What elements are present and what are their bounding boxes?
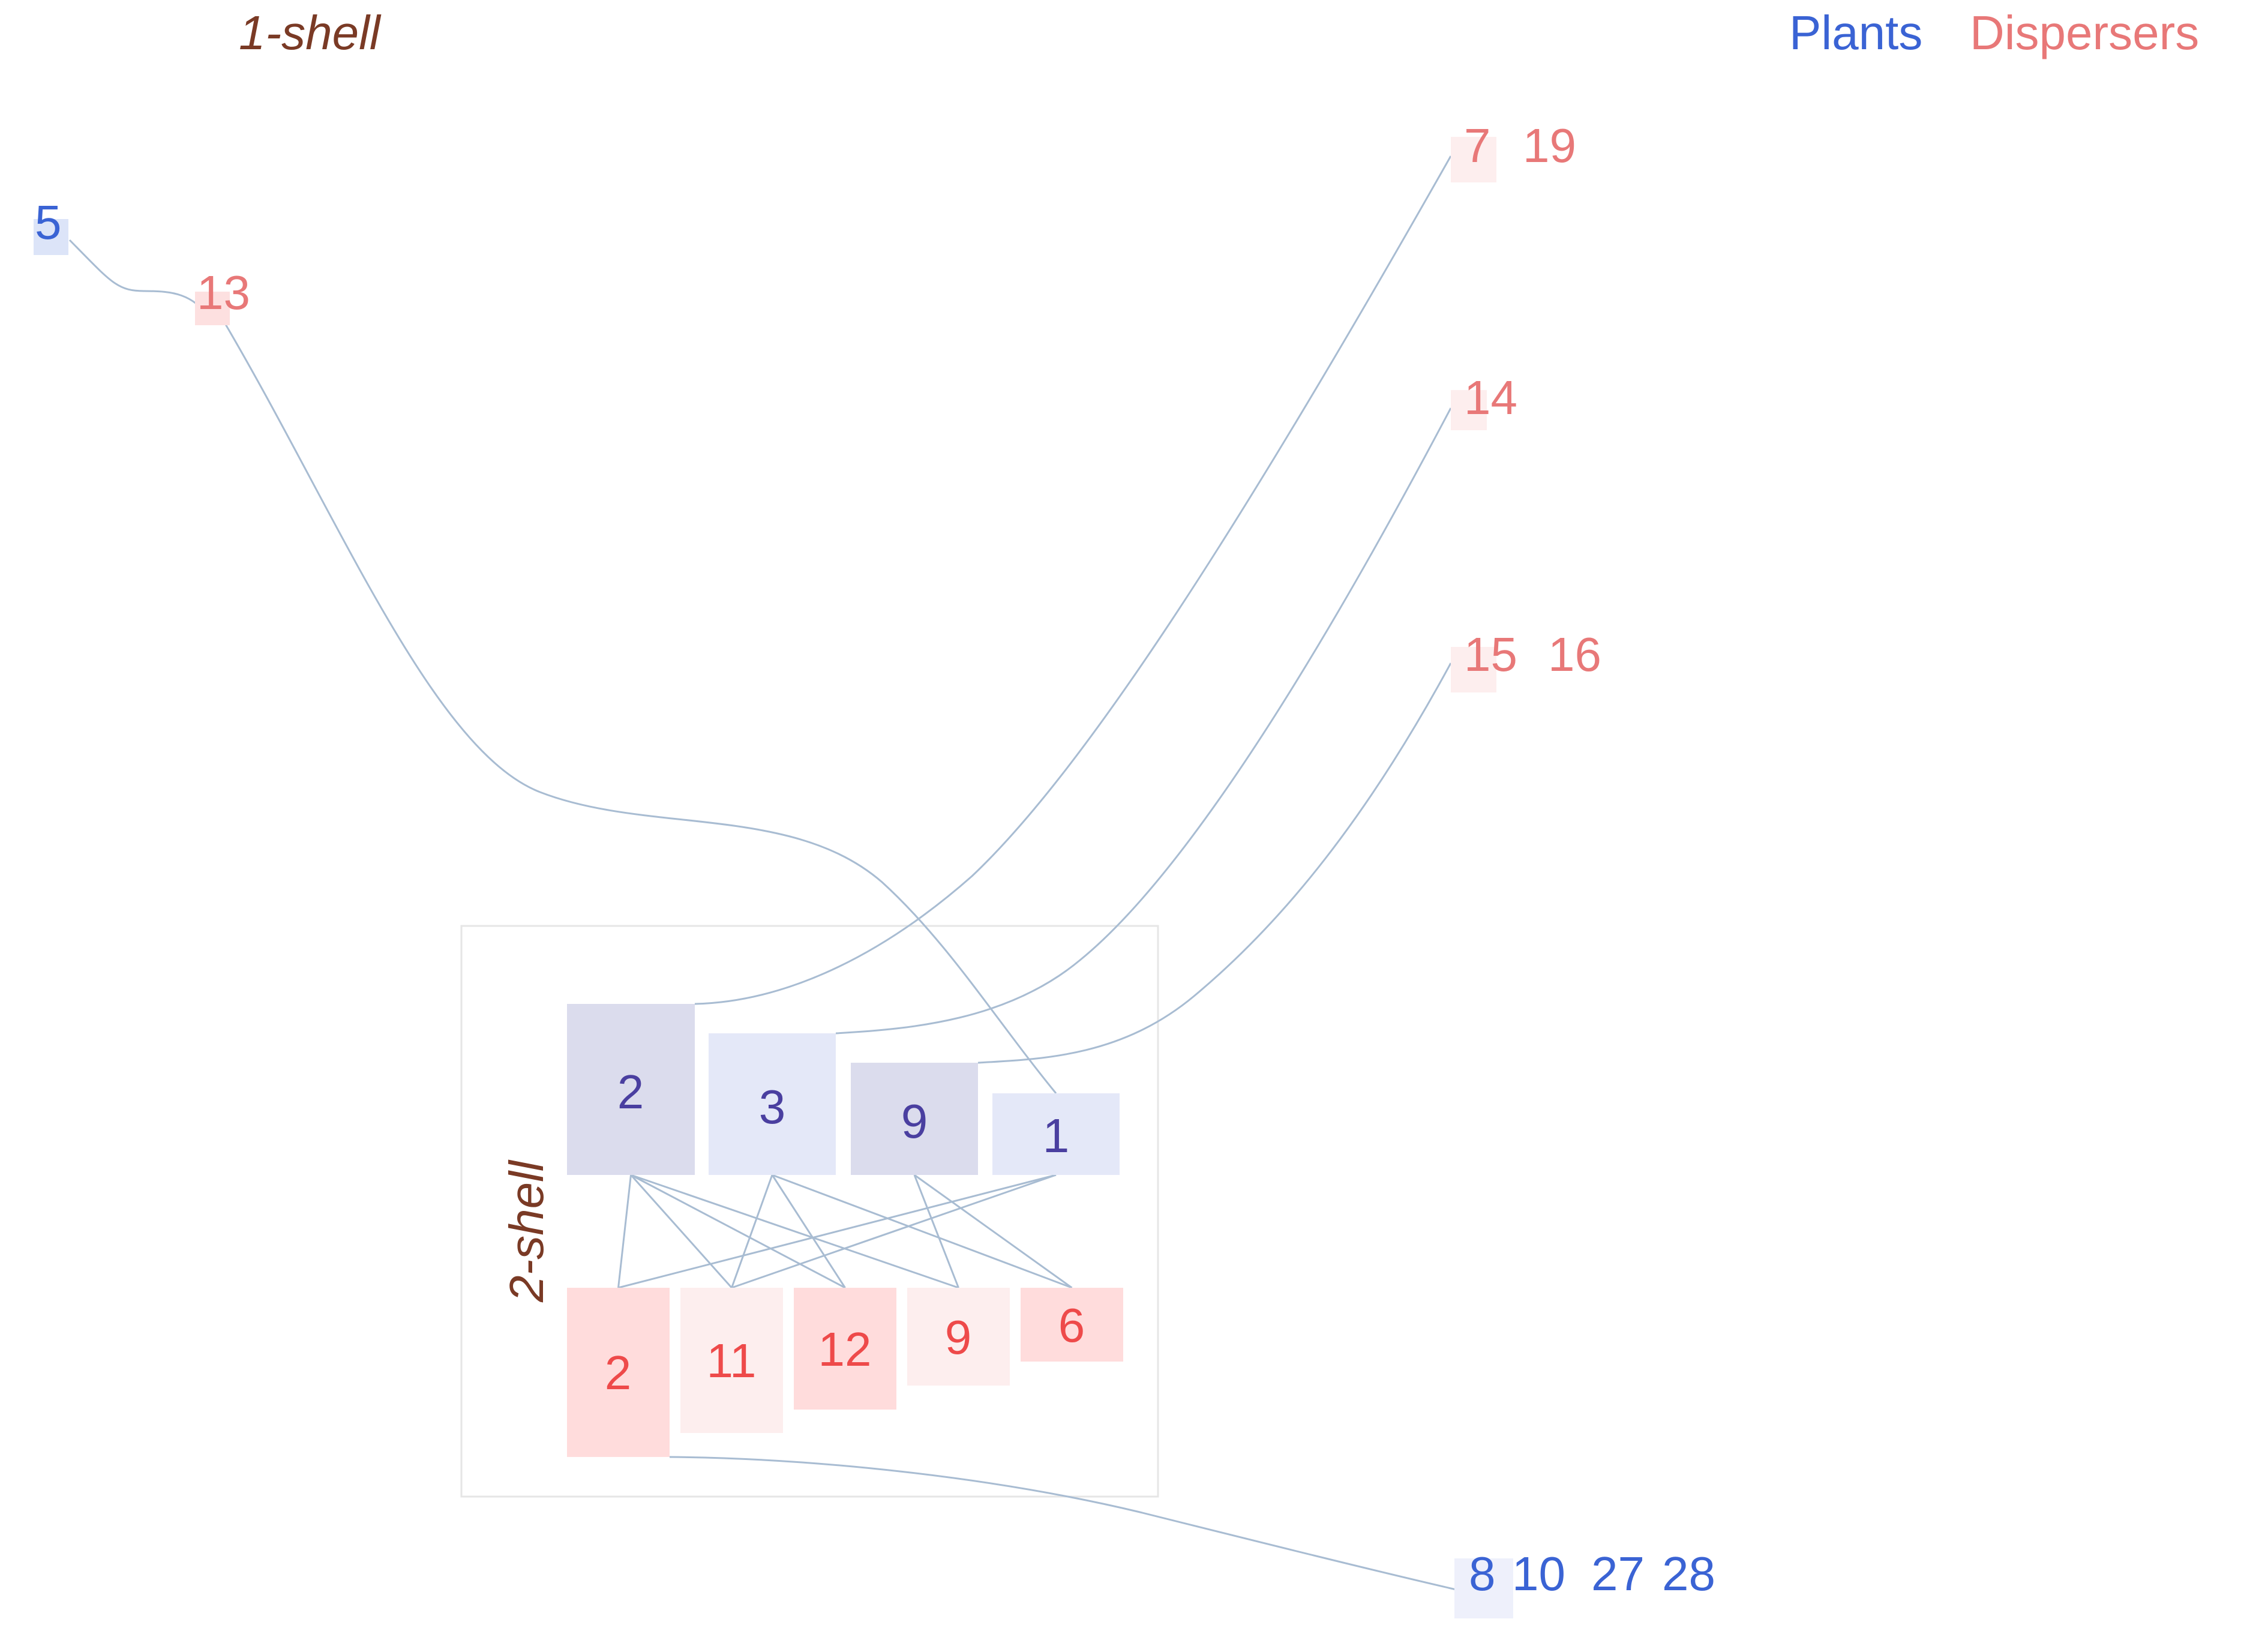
core-link xyxy=(914,1174,1073,1289)
link-plant5-disp13 xyxy=(68,239,211,319)
core-disperser-box xyxy=(567,1288,670,1457)
core-plant-box xyxy=(709,1033,836,1175)
link-disp13-plant1 xyxy=(218,313,1057,1094)
core-disperser-label: 12 xyxy=(818,1323,872,1376)
core-plant-label: 2 xyxy=(617,1065,644,1119)
node-label: 28 xyxy=(1662,1547,1715,1600)
node-label: 5 xyxy=(35,196,62,249)
node-box xyxy=(1451,390,1487,430)
core-link xyxy=(631,1174,959,1289)
node-label: 27 xyxy=(1591,1547,1645,1600)
node-box xyxy=(34,219,68,255)
node-label: 7 xyxy=(1464,119,1491,172)
node-label: 10 xyxy=(1512,1547,1565,1600)
core-disperser-node[interactable]: 6 xyxy=(1021,1288,1123,1362)
core-plant-node[interactable]: 2 xyxy=(567,1004,695,1175)
inner-shell-frame xyxy=(460,925,1159,1498)
core-link xyxy=(772,1174,1073,1289)
node-label: 14 xyxy=(1464,371,1517,424)
core-link xyxy=(630,1174,846,1289)
core-plant-node[interactable]: 3 xyxy=(709,1033,836,1175)
core-disperser-node[interactable]: 12 xyxy=(794,1288,896,1410)
node-label: 19 xyxy=(1523,119,1576,172)
core-plant-box xyxy=(851,1063,978,1175)
core-link xyxy=(618,1174,1057,1289)
node-box xyxy=(195,292,230,325)
outer-dispersers-15-16[interactable]: 15 16 xyxy=(1451,628,1601,692)
core-plant-label: 3 xyxy=(759,1080,786,1134)
core-plant-node[interactable]: 9 xyxy=(851,1063,978,1175)
core-dispersers: 2 11 12 9 6 xyxy=(567,1288,1123,1457)
link-plant2-disp7 xyxy=(694,155,1452,1005)
core-disperser-label: 6 xyxy=(1058,1299,1085,1352)
core-disperser-node[interactable]: 11 xyxy=(680,1288,783,1433)
link-plant9-disp15 xyxy=(977,662,1452,1064)
node-label: 15 xyxy=(1464,628,1517,681)
core-disperser-box xyxy=(907,1288,1010,1386)
core-links xyxy=(617,1174,1073,1289)
outer-links xyxy=(68,155,1465,1593)
node-box xyxy=(1451,137,1496,182)
shell-label-outer: 1-shell xyxy=(239,6,382,59)
link-plant3-disp14 xyxy=(835,407,1452,1035)
core-disperser-box xyxy=(794,1288,896,1410)
node-label: 13 xyxy=(197,266,250,319)
core-link xyxy=(617,1174,632,1288)
core-link xyxy=(731,1174,773,1288)
outer-disperser-13[interactable]: 13 xyxy=(195,266,250,325)
node-label: 16 xyxy=(1548,628,1601,681)
core-disperser-label: 9 xyxy=(945,1311,972,1364)
core-disperser-label: 2 xyxy=(605,1346,632,1399)
node-box xyxy=(1451,647,1496,692)
outer-disperser-14[interactable]: 14 xyxy=(1451,371,1517,430)
node-label: 8 xyxy=(1469,1547,1496,1600)
outer-plants-bottom[interactable]: 8 10 27 28 xyxy=(1454,1547,1715,1618)
core-plant-node[interactable]: 1 xyxy=(992,1093,1120,1175)
core-link xyxy=(630,1174,733,1288)
link-disp2-plants-bottom xyxy=(669,1456,1465,1593)
legend-dispersers: Dispersers xyxy=(1970,6,2199,59)
outer-plant-5[interactable]: 5 xyxy=(34,196,68,255)
core-disperser-box xyxy=(680,1288,783,1433)
core-plant-box xyxy=(567,1004,695,1175)
core-plants: 2 3 9 1 xyxy=(567,1004,1120,1175)
core-disperser-box xyxy=(1021,1288,1123,1362)
core-disperser-label: 11 xyxy=(706,1334,756,1387)
core-plant-label: 1 xyxy=(1043,1109,1070,1162)
core-disperser-node[interactable]: 2 xyxy=(567,1288,670,1457)
core-plant-label: 9 xyxy=(901,1095,928,1148)
legend-plants: Plants xyxy=(1789,6,1922,59)
core-link xyxy=(731,1174,1057,1289)
core-link xyxy=(913,1174,959,1288)
shell-label-inner: 2-shell xyxy=(500,1159,553,1303)
core-plant-box xyxy=(992,1093,1120,1175)
core-link xyxy=(771,1174,846,1288)
outer-dispersers-7-19[interactable]: 7 19 xyxy=(1451,119,1576,182)
node-box xyxy=(1454,1558,1513,1618)
core-disperser-node[interactable]: 9 xyxy=(907,1288,1010,1386)
